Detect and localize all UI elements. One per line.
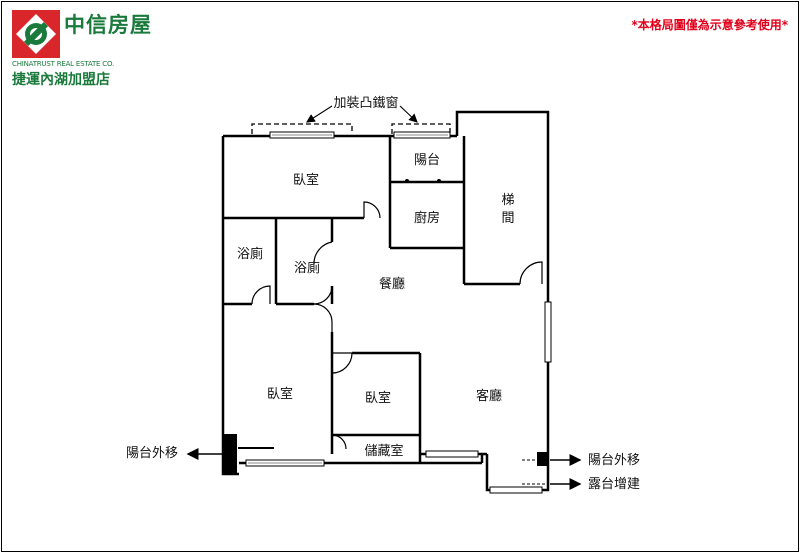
disclaimer-text: *本格局圖僅為示意參考使用* [631, 18, 788, 32]
label-balcony-moved-right: 陽台外移 [588, 453, 640, 468]
annotation-arrows [186, 448, 582, 490]
label-storage: 儲藏室 [364, 443, 403, 459]
windows [245, 131, 552, 494]
label-bedroom-top: 臥室 [293, 172, 319, 188]
balcony-post-right [537, 452, 549, 466]
brand-block: 中信房屋 CHINATRUST REAL ESTATE CO. 捷運內湖加盟店 [12, 10, 151, 88]
window-living [489, 486, 543, 494]
label-bedroom-mid: 臥室 [365, 390, 391, 406]
walls [221, 110, 550, 492]
label-terrace-extension: 露台增建 [588, 477, 640, 492]
brand-branch-name: 捷運內湖加盟店 [12, 72, 110, 88]
bay-window-outlines [251, 123, 451, 134]
label-stairs-2: 間 [501, 211, 514, 226]
balcony-post-left [223, 434, 237, 474]
label-living: 客廳 [476, 388, 502, 404]
door-dining-left [313, 303, 333, 332]
door-top-bedroom [363, 201, 381, 219]
door-bath-left [251, 285, 271, 305]
bay-window-leaders [306, 105, 418, 123]
label-balcony: 陽台 [414, 153, 440, 168]
door-stairs [519, 261, 543, 285]
label-bath-right: 浴廁 [294, 260, 320, 276]
bay-window-right [391, 123, 451, 134]
brand-name: 中信房屋 [64, 13, 152, 37]
door-mid-bedroom [331, 352, 353, 374]
window-stairs [544, 301, 552, 363]
door-bath-right [313, 241, 333, 265]
label-stairs-1: 梯 [501, 193, 514, 208]
window-storage [425, 450, 479, 458]
door-storage [331, 434, 347, 450]
label-dining: 餐廳 [379, 276, 405, 292]
brand-english-name: CHINATRUST REAL ESTATE CO. [12, 60, 115, 68]
door-bath-right-lower [313, 285, 333, 305]
brand-logo-icon [12, 10, 60, 58]
outer-wall-stair-top [455, 110, 550, 492]
bay-window-left [251, 123, 353, 134]
label-kitchen: 廚房 [414, 210, 440, 226]
label-balcony-moved-left: 陽台外移 [126, 446, 178, 461]
label-bedroom-left: 臥室 [267, 386, 293, 402]
doors [251, 201, 543, 450]
label-bay-window: 加裝凸鐵窗 [333, 95, 398, 111]
label-bath-left: 浴廁 [237, 246, 263, 262]
